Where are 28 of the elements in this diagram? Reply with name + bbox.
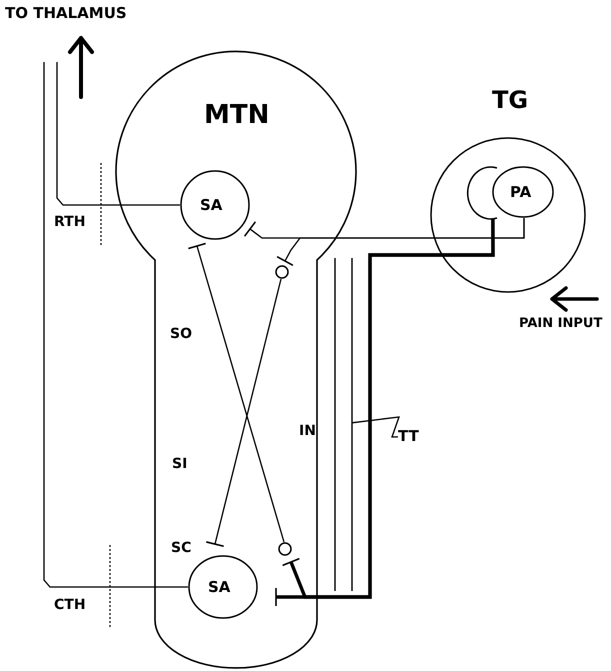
leader-line [352, 416, 400, 438]
cell-label: PA [510, 185, 532, 200]
region-label: SO [170, 327, 192, 341]
axon-line [56, 62, 180, 206]
region-label: CTH [54, 598, 86, 612]
terminal-circle [275, 265, 289, 279]
ganglion-label: TG [492, 88, 528, 112]
region-label: IN [299, 424, 316, 438]
region-label: SI [172, 457, 188, 471]
axon-line [43, 62, 188, 588]
nucleus-outline [112, 49, 358, 671]
region-label: SC [171, 541, 192, 555]
axon-line [188, 242, 285, 542]
nucleus-label: MTN [204, 102, 270, 128]
direction-label: TO THALAMUS [5, 6, 127, 21]
tract-label: TT [398, 429, 428, 447]
cell-label: SA [208, 580, 230, 595]
cell-label: SA [200, 198, 222, 213]
neuron-cell [492, 166, 554, 218]
neuron-cell [180, 170, 250, 240]
axon-line [205, 278, 282, 548]
direction-label: PAIN INPUT [519, 317, 602, 330]
neuron-cell [188, 555, 258, 619]
fiber-tract-drawing [333, 258, 355, 591]
neuron-cell [466, 167, 498, 219]
region-label: RTH [54, 215, 86, 229]
nerve-fiber [276, 218, 525, 266]
terminal-circle [278, 542, 292, 556]
